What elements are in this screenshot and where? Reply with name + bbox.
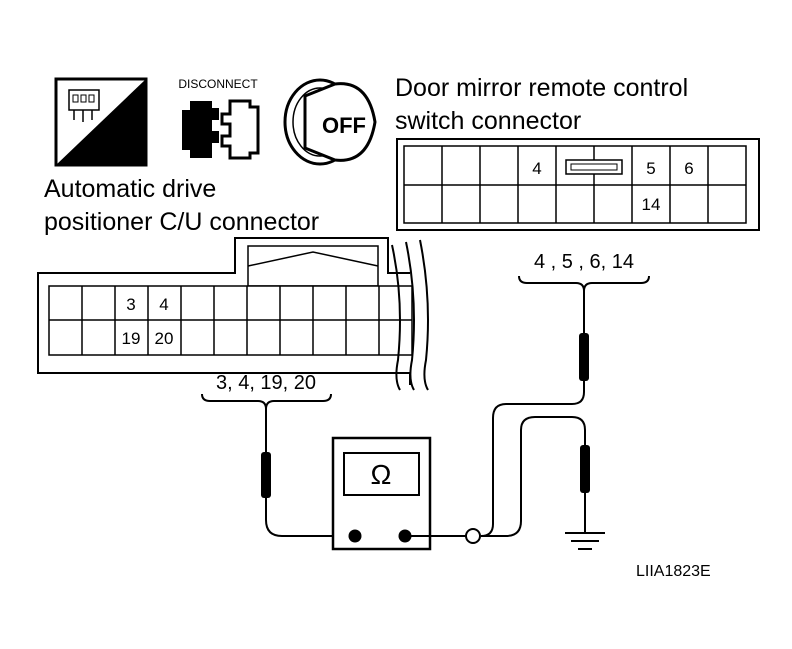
door-mirror-probe-callout: 4 , 5 , 6, 14 — [518, 251, 650, 292]
adp-title-line2: positioner C/U connector — [44, 208, 319, 236]
dm-pin-6: 6 — [684, 159, 693, 178]
adp-pin-19: 19 — [122, 329, 141, 348]
door-mirror-title-line2: switch connector — [395, 107, 581, 135]
adp-pin-3: 3 — [126, 295, 135, 314]
disconnect-label: DISCONNECT — [178, 77, 258, 91]
ohmmeter: Ω — [331, 436, 481, 551]
dm-pin-4: 4 — [532, 159, 541, 178]
hand-stop-icon: H.S. — [54, 77, 148, 167]
door-mirror-connector: Door mirror remote control switch connec… — [395, 74, 760, 231]
ground-test-probe — [481, 416, 590, 537]
adp-pin-4: 4 — [159, 295, 168, 314]
meter-terminal-left — [348, 529, 362, 543]
ground-icon — [565, 532, 605, 550]
disconnect-icon: DISCONNECT — [178, 77, 260, 160]
ignition-off-label: OFF — [322, 113, 366, 138]
hs-label: H.S. — [96, 144, 133, 165]
adp-connector: Automatic drive positioner C/U connector… — [37, 175, 429, 391]
door-mirror-test-probe — [480, 291, 589, 537]
door-mirror-probe-terminals: 4 , 5 , 6, 14 — [534, 251, 634, 273]
ignition-key-icon: OFF — [283, 78, 377, 166]
figure-code: LIIA1823E — [636, 563, 711, 580]
adp-test-probe — [261, 409, 340, 537]
adp-probe-callout: 3, 4, 19, 20 — [201, 372, 332, 410]
adp-title-line1: Automatic drive — [44, 175, 216, 203]
dm-pin-5: 5 — [646, 159, 655, 178]
dm-pin-14: 14 — [642, 195, 661, 214]
door-mirror-title-line1: Door mirror remote control — [395, 74, 688, 102]
adp-pin-20: 20 — [155, 329, 174, 348]
wire-junction — [465, 528, 481, 544]
ohm-symbol-icon: Ω — [371, 459, 392, 490]
adp-probe-terminals: 3, 4, 19, 20 — [216, 372, 316, 394]
